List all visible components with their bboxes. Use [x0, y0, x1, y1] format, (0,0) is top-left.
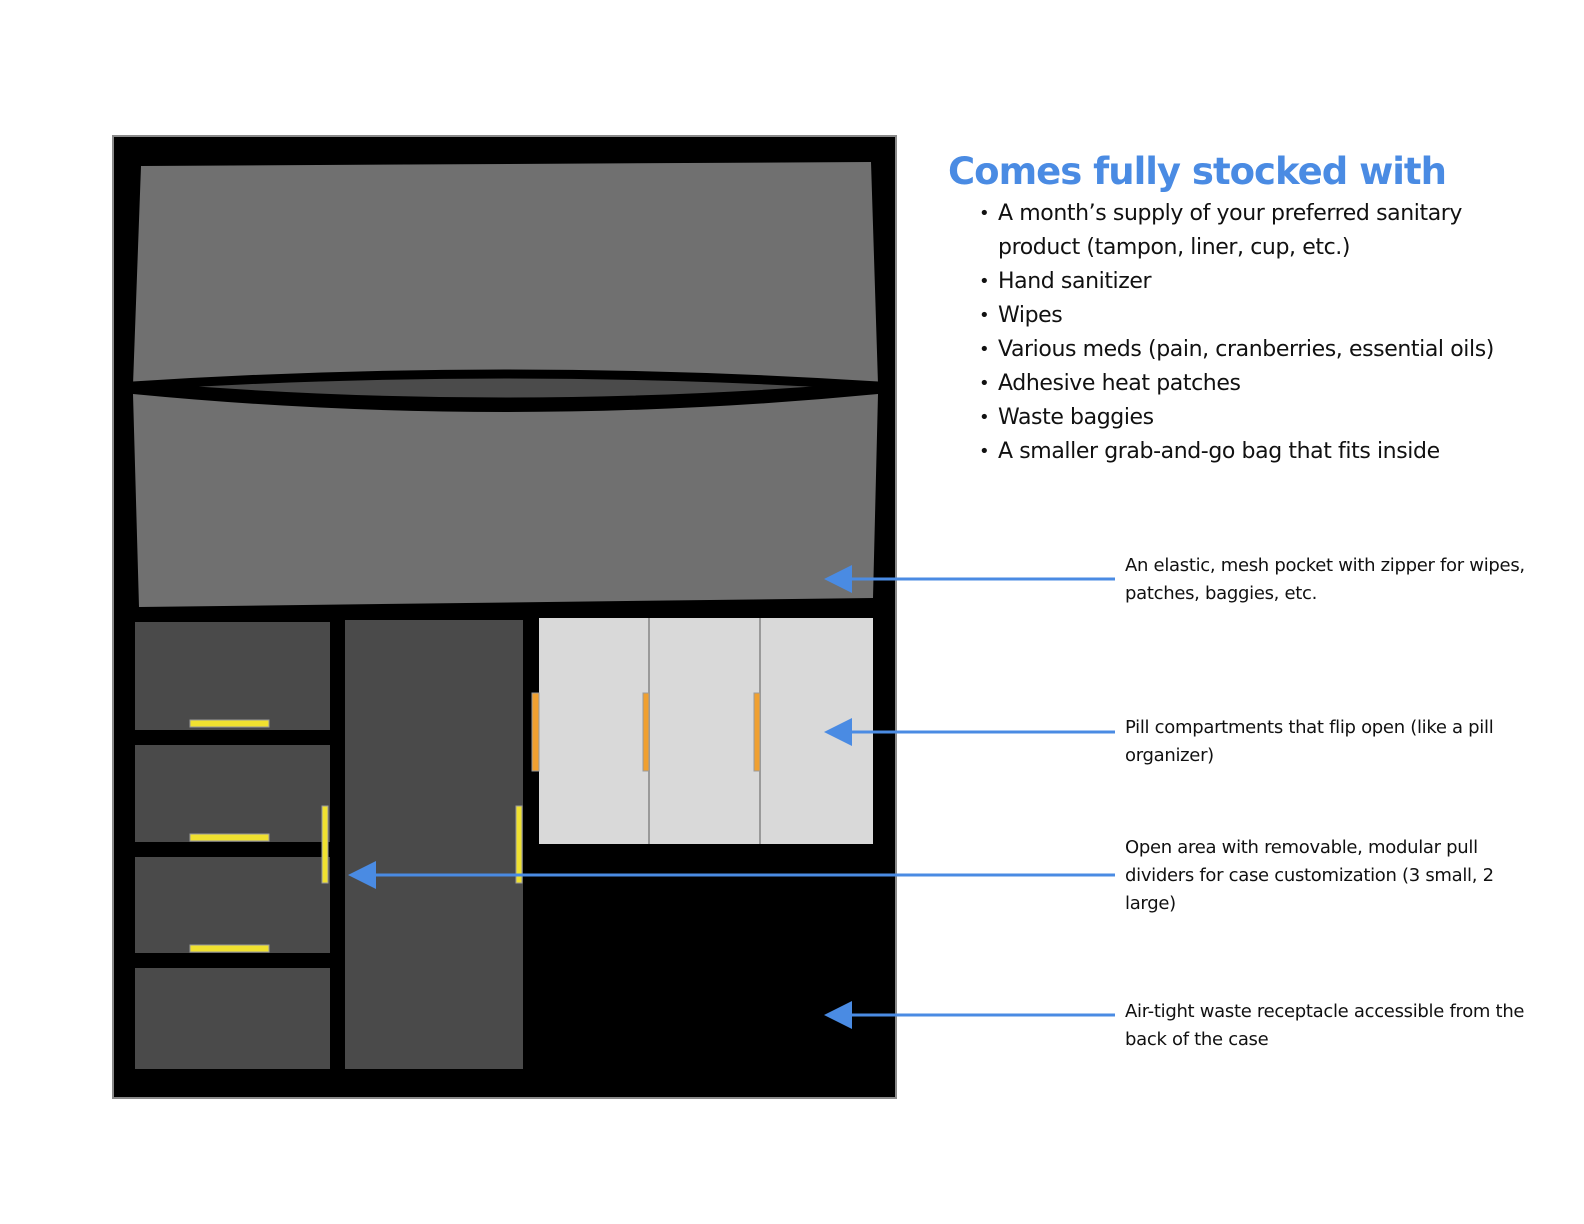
large-compartment: [345, 620, 523, 1069]
pill-tab-2[interactable]: [642, 692, 650, 772]
arrow-waste-receptacle: [824, 1001, 1115, 1029]
pull-tab-4[interactable]: [321, 805, 329, 884]
small-compartment-2: [135, 745, 330, 842]
callout-mesh-pocket: An elastic, mesh pocket with zipper for …: [1125, 555, 1525, 604]
small-compartment-4: [135, 968, 330, 1069]
arrow-mesh-pocket: [824, 565, 1115, 593]
list-item: A month’s supply of your preferred sanit…: [978, 197, 1498, 265]
small-compartment-3: [135, 857, 330, 953]
callout-open-area: Open area with removable, modular pull d…: [1125, 837, 1494, 914]
pill-tab-1[interactable]: [531, 692, 540, 772]
list-item: Wipes: [978, 299, 1498, 333]
pill-compartment-2: [649, 618, 760, 844]
pull-tab-1[interactable]: [189, 719, 270, 728]
heading: Comes fully stocked with: [948, 150, 1447, 193]
small-compartment-1: [135, 622, 330, 730]
list-item: Waste baggies: [978, 401, 1498, 435]
pill-compartment-1: [539, 618, 649, 844]
pull-tab-5[interactable]: [515, 805, 523, 884]
arrow-open-area: [348, 861, 1115, 889]
mesh-pocket-opening: [132, 369, 879, 407]
arrow-pill-compartments: [824, 718, 1115, 746]
mesh-pocket-bottom: [133, 394, 878, 607]
pull-tab-3[interactable]: [189, 944, 270, 953]
list-item: Adhesive heat patches: [978, 367, 1498, 401]
list-item: A smaller grab-and-go bag that fits insi…: [978, 435, 1498, 469]
pill-tab-3[interactable]: [753, 692, 761, 772]
stocked-items-list: A month’s supply of your preferred sanit…: [978, 197, 1498, 469]
mesh-pocket-top: [133, 162, 878, 385]
callout-waste-receptacle: Air-tight waste receptacle accessible fr…: [1125, 1001, 1525, 1050]
callout-pill-compartments: Pill compartments that flip open (like a…: [1125, 717, 1494, 766]
list-item: Various meds (pain, cranberries, essenti…: [978, 333, 1498, 367]
pull-tab-2[interactable]: [189, 833, 270, 842]
list-item: Hand sanitizer: [978, 265, 1498, 299]
